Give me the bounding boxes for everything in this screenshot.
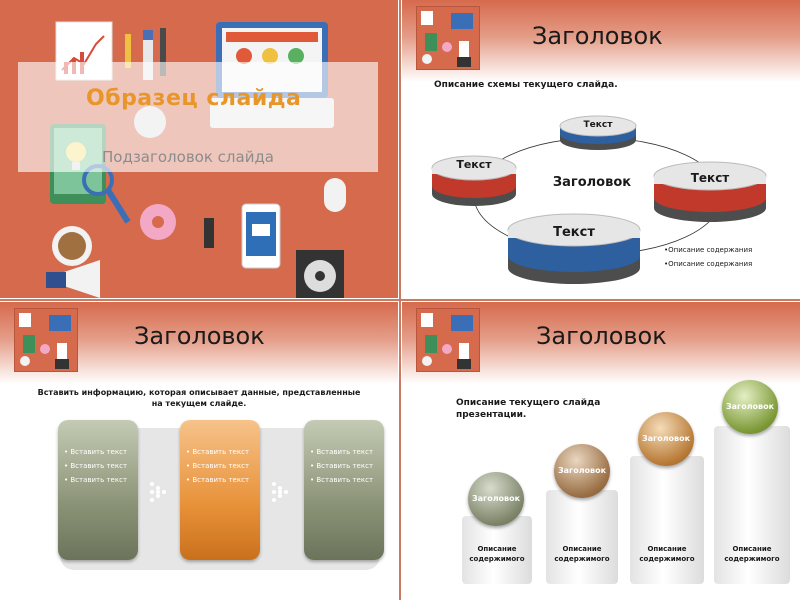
slide-description-line-2: на текущем слайде. bbox=[151, 399, 247, 408]
header-thumbnail-image bbox=[416, 308, 480, 372]
disc-top: Текст bbox=[559, 115, 637, 150]
slide-description: Описание схемы текущего слайда. bbox=[434, 80, 618, 90]
panel-right: • Вставить текст • Вставить текст • Вста… bbox=[304, 420, 384, 560]
bullet-1: •Описание содержания bbox=[664, 246, 753, 254]
disc-right: Текст bbox=[653, 161, 767, 222]
disc-left: Текст bbox=[431, 155, 517, 206]
phone-icon bbox=[241, 203, 281, 269]
disc-bottom-label: Текст bbox=[553, 225, 595, 240]
bullet-2: •Описание содержания bbox=[664, 260, 753, 268]
panel-center: • Вставить текст • Вставить текст • Вста… bbox=[180, 420, 260, 560]
disc-left-label: Текст bbox=[456, 158, 492, 171]
panel-item: • Вставить текст bbox=[64, 476, 128, 484]
panel-item: • Вставить текст bbox=[186, 476, 250, 484]
slide-separator-horizontal bbox=[0, 299, 800, 301]
usb-icon bbox=[204, 218, 214, 248]
pencils-icon bbox=[125, 28, 166, 80]
speaker-icon bbox=[296, 250, 344, 298]
disc-top-label: Текст bbox=[584, 120, 614, 130]
header-thumbnail-image bbox=[14, 308, 78, 372]
disc-right-label: Текст bbox=[691, 171, 730, 185]
slide-4-thumbnail[interactable]: Заголовок Описание текущего слайда презе… bbox=[402, 302, 800, 600]
cycle-diagram: Текст Текст Текст bbox=[431, 115, 767, 284]
slide-description-line-1: Описание текущего слайда bbox=[456, 398, 601, 408]
desk-illustration-icon bbox=[19, 313, 71, 369]
panel-item: • Вставить текст bbox=[310, 448, 374, 456]
slide-header: Заголовок bbox=[536, 322, 667, 350]
panel-item: • Вставить текст bbox=[64, 448, 128, 456]
desk-illustration-icon bbox=[421, 11, 473, 67]
step-1-sphere: Заголовок bbox=[468, 472, 524, 526]
panel-item: • Вставить текст bbox=[186, 462, 250, 470]
panel-left: • Вставить текст • Вставить текст • Вста… bbox=[58, 420, 138, 560]
megaphone-icon bbox=[46, 260, 100, 298]
slide-3-thumbnail[interactable]: Заголовок Вставить информацию, которая о… bbox=[0, 302, 398, 600]
panel-item: • Вставить текст bbox=[310, 462, 374, 470]
step-2-sphere: Заголовок bbox=[554, 444, 610, 498]
slide-2-thumbnail[interactable]: Заголовок Описание схемы текущего слайда… bbox=[402, 0, 800, 298]
panel-item: • Вставить текст bbox=[64, 462, 128, 470]
slide-header: Заголовок bbox=[532, 22, 663, 50]
coffee-icon bbox=[52, 226, 92, 266]
panel-item: • Вставить текст bbox=[186, 448, 250, 456]
slide-description-line-2: презентации. bbox=[456, 410, 527, 420]
disc-bottom: Текст bbox=[507, 213, 641, 284]
slide-header: Заголовок bbox=[134, 322, 265, 350]
slide-1-thumbnail[interactable]: Образец слайда Подзаголовок слайда bbox=[0, 0, 398, 298]
slide-description-line-1: Вставить информацию, которая описывает д… bbox=[37, 388, 361, 397]
slide-subtitle: Подзаголовок слайда bbox=[102, 148, 275, 166]
mouse-icon bbox=[324, 178, 346, 212]
desk-illustration-icon bbox=[421, 313, 473, 369]
header-thumbnail-image bbox=[416, 6, 480, 70]
step-3-sphere: Заголовок bbox=[638, 412, 694, 466]
panel-item: • Вставить текст bbox=[310, 476, 374, 484]
diagram-center-title: Заголовок bbox=[553, 175, 631, 190]
donut-icon bbox=[140, 204, 176, 240]
title-box bbox=[18, 62, 378, 172]
slide-title: Образец слайда bbox=[86, 86, 302, 111]
step-4-sphere: Заголовок bbox=[722, 380, 778, 434]
